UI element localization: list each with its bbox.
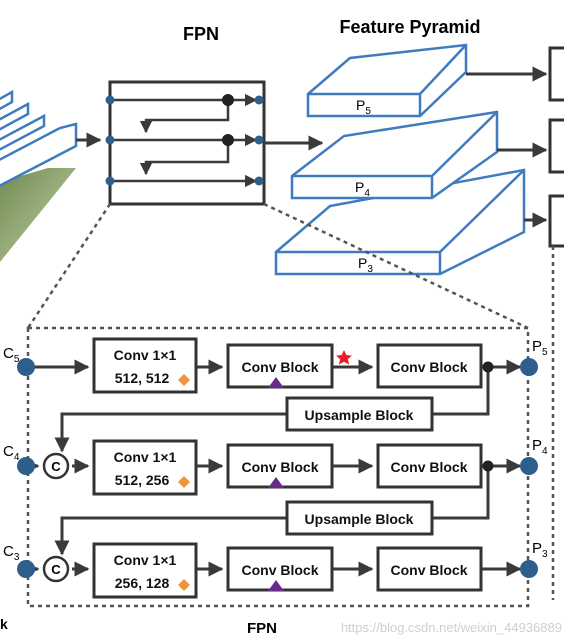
- watermark-text: https://blog.csdn.net/weixin_44936889: [341, 620, 562, 635]
- conv-block-b-row2: Conv Block: [376, 443, 483, 489]
- pyramid-title: Feature Pyramid: [339, 17, 480, 37]
- diamond-marker: [178, 374, 190, 386]
- p5-node: [520, 358, 538, 376]
- fpn-node: [254, 95, 264, 105]
- backbone-layer: [0, 113, 46, 151]
- backbone-layer: [0, 101, 30, 131]
- zoom-guides: [26, 202, 555, 600]
- out-p5-label: P5: [532, 338, 548, 358]
- diamond-marker: [178, 579, 190, 591]
- svg-text:Conv 1×1: Conv 1×1: [114, 449, 177, 465]
- fpn-node: [105, 95, 115, 105]
- svg-text:Conv Block: Conv Block: [390, 459, 467, 475]
- feature-pyramid: Feature Pyramid P3 P4 P5: [274, 17, 564, 276]
- fpn-branch-dot: [222, 134, 234, 146]
- branch-dot: [482, 460, 494, 472]
- svg-text:Conv 1×1: Conv 1×1: [114, 347, 177, 363]
- head-box: [548, 118, 564, 174]
- svg-text:Conv Block: Conv Block: [241, 459, 318, 475]
- fpn-node: [105, 135, 115, 145]
- conv1x1-block-row3: Conv 1×1 256, 128: [92, 542, 198, 599]
- fpn-detail: FPN k: [0, 326, 548, 637]
- input-image: [0, 168, 76, 262]
- out-p3-label: P3: [532, 540, 548, 560]
- triangle-marker: [268, 477, 284, 488]
- star-marker: [336, 350, 352, 365]
- svg-text:Conv Block: Conv Block: [390, 359, 467, 375]
- svg-text:Conv Block: Conv Block: [241, 562, 318, 578]
- c5-node: [17, 358, 35, 376]
- concat-node-row3: C: [42, 555, 70, 583]
- conv-block-a-row1: Conv Block: [226, 343, 334, 389]
- head-box: [548, 46, 564, 102]
- conv-block-a-row2: Conv Block: [226, 443, 334, 489]
- svg-text:C: C: [51, 562, 61, 577]
- branch-dot: [482, 361, 494, 373]
- pyramid-slab-p5: P5: [306, 43, 468, 118]
- conv1x1-block-row2: Conv 1×1 512, 256: [92, 439, 198, 496]
- svg-text:C: C: [51, 459, 61, 474]
- conv-block-b-row3: Conv Block: [376, 546, 483, 592]
- c5-label: C5: [3, 345, 20, 365]
- head-box: [548, 194, 564, 248]
- conv1x1-block-row1: Conv 1×1 512, 512: [92, 337, 198, 394]
- upsample-block-1: Upsample Block: [285, 396, 434, 432]
- backbone-layer: [0, 89, 14, 111]
- svg-text:Conv Block: Conv Block: [241, 359, 318, 375]
- svg-text:512, 512: 512, 512: [115, 370, 170, 386]
- fpn-node: [254, 135, 264, 145]
- p4-label: P4: [355, 179, 370, 199]
- svg-text:Upsample Block: Upsample Block: [305, 511, 414, 527]
- c3-node: [17, 560, 35, 578]
- fpn-mini-block: FPN: [105, 24, 324, 206]
- svg-text:Conv Block: Conv Block: [390, 562, 467, 578]
- pyramid-slab-p3: P3: [274, 168, 526, 276]
- backbone-layer: [0, 122, 78, 187]
- concat-node-row2: C: [42, 452, 70, 480]
- fpn-node: [254, 176, 264, 186]
- c4-label: C4: [3, 443, 20, 463]
- cropped-left-text: k: [0, 616, 8, 632]
- conv-block-b-row1: Conv Block: [376, 343, 483, 389]
- c4-node: [17, 457, 35, 475]
- fpn-detail-caption: FPN: [247, 620, 277, 637]
- fpn-title: FPN: [183, 24, 219, 44]
- upsample-block-2: Upsample Block: [285, 500, 434, 536]
- p4-node: [520, 457, 538, 475]
- c3-label: C3: [3, 543, 20, 563]
- backbone-stack: [0, 89, 102, 262]
- pyramid-slab-p4: P4: [290, 110, 499, 200]
- p3-label: P3: [358, 255, 373, 275]
- p3-node: [520, 560, 538, 578]
- triangle-marker: [268, 377, 284, 388]
- svg-text:256, 128: 256, 128: [115, 575, 170, 591]
- triangle-marker: [268, 580, 284, 591]
- fpn-node: [105, 176, 115, 186]
- svg-text:512, 256: 512, 256: [115, 472, 170, 488]
- fpn-branch-dot: [222, 94, 234, 106]
- svg-text:Conv 1×1: Conv 1×1: [114, 552, 177, 568]
- p5-label: P5: [356, 97, 371, 117]
- out-p4-label: P4: [532, 437, 548, 457]
- conv-block-a-row3: Conv Block: [226, 546, 334, 592]
- svg-text:Upsample Block: Upsample Block: [305, 407, 414, 423]
- diamond-marker: [178, 476, 190, 488]
